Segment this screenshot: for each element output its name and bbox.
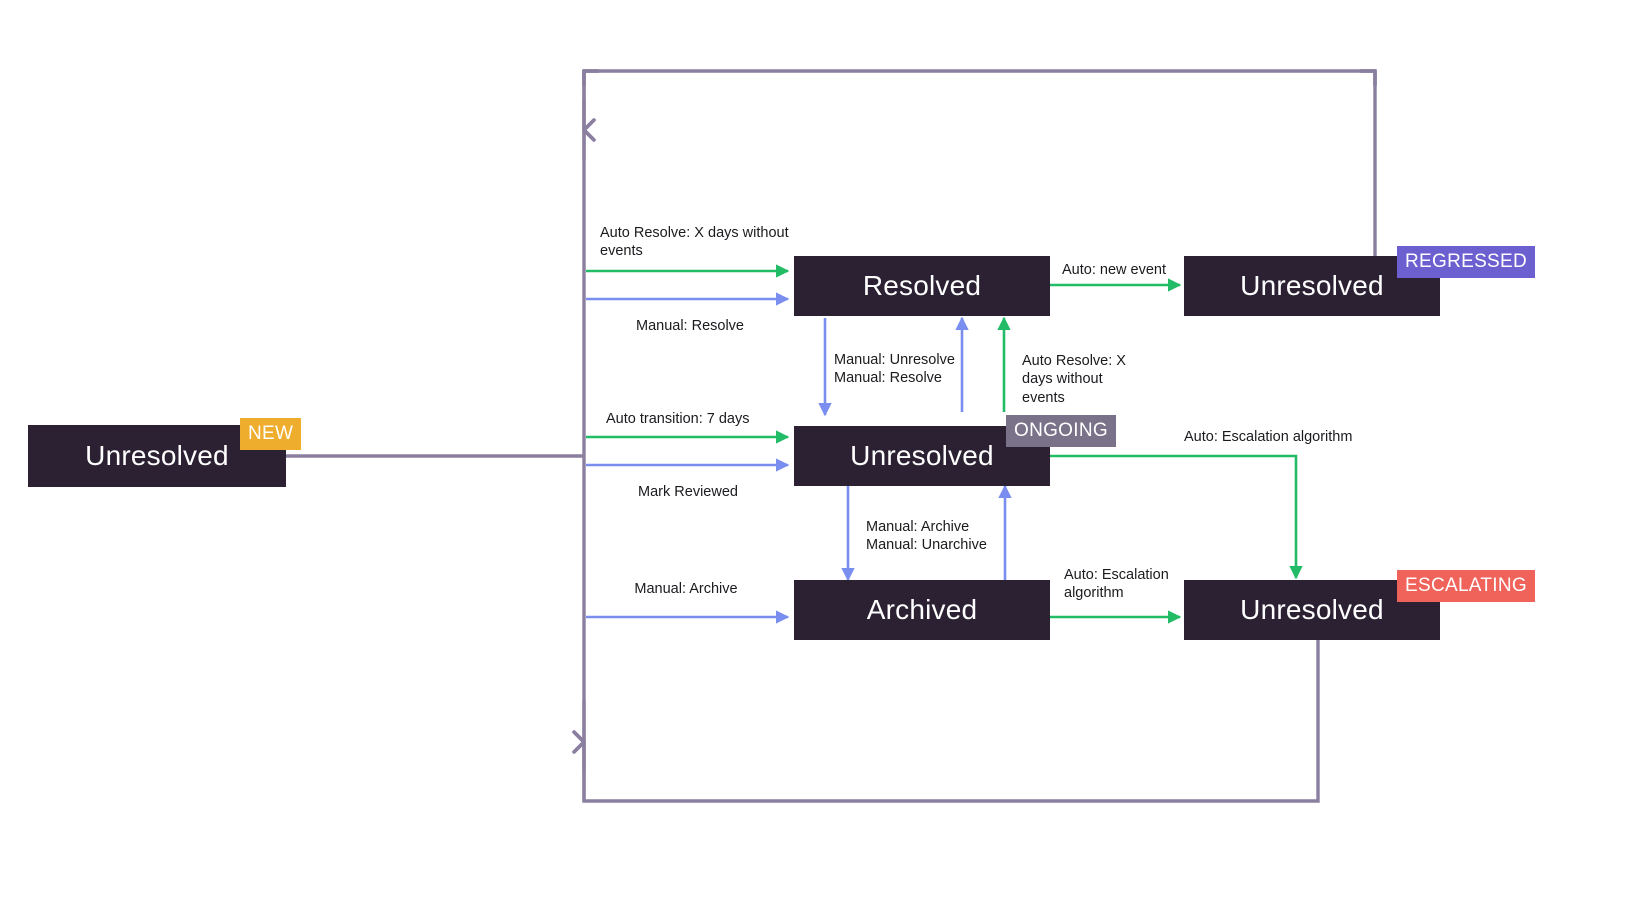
edge-label-auto-resolve-x-days-up: Auto Resolve: X days without events bbox=[1022, 353, 1126, 406]
edge-auto-escalation-top bbox=[1050, 454, 1303, 580]
state-label-escalating: Unresolved bbox=[1240, 594, 1384, 625]
edge-label-manual-resolve: Manual: Resolve bbox=[636, 318, 744, 334]
state-box-resolved[interactable]: Resolved bbox=[794, 256, 1050, 316]
edge-label-manual-archive-unarchive: Manual: Archive Manual: Unarchive bbox=[866, 519, 987, 554]
edge-label-mark-reviewed: Mark Reviewed bbox=[638, 484, 738, 500]
status-badge-escalating: ESCALATING bbox=[1397, 570, 1535, 602]
state-box-archived[interactable]: Archived bbox=[794, 580, 1050, 640]
loop-escalating-to-bus bbox=[572, 640, 1320, 803]
state-label-ongoing: Unresolved bbox=[850, 440, 994, 471]
edge-label-auto-escalation-top: Auto: Escalation algorithm bbox=[1184, 429, 1353, 445]
edge-label-auto-escalation-bottom: Auto: Escalation algorithm bbox=[1064, 567, 1169, 602]
edge-label-auto-transition-7-days: Auto transition: 7 days bbox=[606, 411, 750, 427]
status-badge-regressed: REGRESSED bbox=[1397, 246, 1536, 278]
edge-label-manual-archive-left: Manual: Archive bbox=[634, 581, 738, 597]
state-label-resolved: Resolved bbox=[862, 270, 982, 301]
state-label-regressed: Unresolved bbox=[1240, 270, 1384, 301]
status-badge-new: NEW bbox=[240, 418, 302, 450]
state-label-new: Unresolved bbox=[85, 440, 229, 471]
edge-label-auto-new-event: Auto: new event bbox=[1062, 262, 1166, 278]
status-badge-ongoing: ONGOING bbox=[1006, 415, 1116, 447]
edge-label-auto-resolve-x-days: Auto Resolve: X days without events bbox=[600, 225, 789, 260]
edge-label-manual-unresolve-resolve: Manual: Unresolve Manual: Resolve bbox=[834, 352, 955, 387]
state-label-archived: Archived bbox=[866, 594, 978, 625]
